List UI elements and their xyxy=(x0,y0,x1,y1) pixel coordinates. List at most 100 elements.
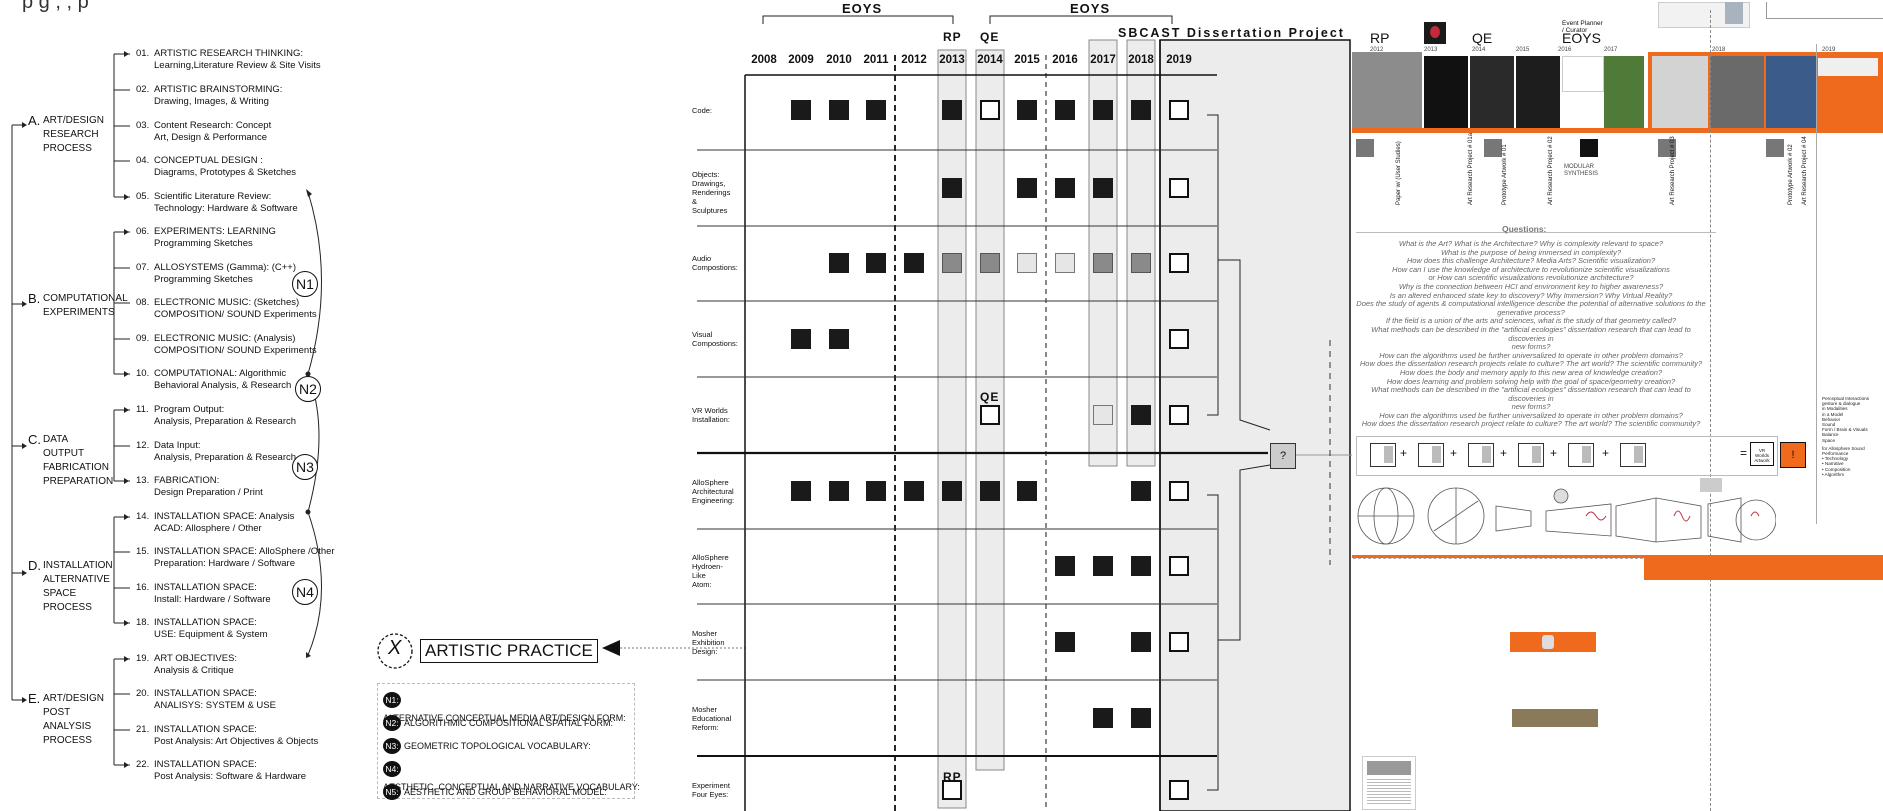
connector xyxy=(1218,259,1271,431)
timeline-cell xyxy=(1055,632,1075,652)
outline-item-number: 01. xyxy=(136,48,150,59)
legend-badge: N4: xyxy=(383,760,401,777)
outline-item-line: Scientific Literature Review: xyxy=(154,191,272,202)
timeline-cell xyxy=(942,481,962,501)
row-label-line: Atom: xyxy=(692,579,712,589)
timeline-cell xyxy=(866,100,886,120)
image-top-right xyxy=(1818,58,1878,76)
outline-item-line: FABRICATION: xyxy=(154,475,220,486)
section-title-line: ART/DESIGN xyxy=(43,115,104,126)
outline-item-text: ELECTRONIC MUSIC: (Sketches)COMPOSITION/… xyxy=(154,297,317,321)
timeline-cell xyxy=(1169,481,1189,501)
n4-marker: N4 xyxy=(292,579,318,605)
questions-rule xyxy=(1356,232,1716,233)
outline-item-number: 14. xyxy=(136,511,150,522)
outline-item-number: 15. xyxy=(136,546,150,557)
timeline-cell xyxy=(791,100,811,120)
outline-item-line: INSTALLATION SPACE: xyxy=(154,759,257,770)
formula-operator: + xyxy=(1602,446,1610,460)
formula-square xyxy=(1468,443,1494,467)
year-label: 2014 xyxy=(977,54,1003,66)
image-gray xyxy=(1352,52,1422,130)
side-note: • Narrative xyxy=(1822,461,1844,467)
outline-item-number: 10. xyxy=(136,368,150,379)
outline-item-line: COMPOSITION/ SOUND Experiments xyxy=(154,345,317,356)
timeline-cell xyxy=(980,253,1000,273)
legend-row: N3:GEOMETRIC TOPOLOGICAL VOCABULARY: xyxy=(383,737,591,755)
section-b-header: B. COMPUTATIONAL EXPERIMENTS xyxy=(28,290,128,318)
outline-item-line: Diagrams, Prototypes & Sketches xyxy=(154,167,297,178)
timeline-cell xyxy=(1131,100,1151,120)
mini-square xyxy=(1356,139,1374,157)
row-label-line: Hydroen-Like xyxy=(692,561,723,580)
outline-item-text: ALLOSYSTEMS (Gamma): (C++)Programming Sk… xyxy=(154,262,296,286)
event-planner-line: / Curator xyxy=(1562,27,1588,34)
row-label-line: Four Eyes: xyxy=(692,790,729,799)
row-label-line: Installation: xyxy=(692,415,730,424)
timeline-cell xyxy=(1131,556,1151,576)
timeline-cell xyxy=(1169,780,1189,800)
timeline-cell xyxy=(829,253,849,273)
outline-item-number: 03. xyxy=(136,120,150,131)
outline-item-line: Install: Hardware / Software xyxy=(154,594,271,605)
formula-operator: + xyxy=(1450,446,1458,460)
vertical-label: Art Research Project # 04 xyxy=(1802,136,1808,205)
rp-milestone: RP xyxy=(943,30,962,44)
image-mid xyxy=(1710,56,1764,128)
question-line: What is the Art? What is the Architectur… xyxy=(1398,239,1664,248)
document-text xyxy=(1367,779,1411,805)
section-letter: D. xyxy=(28,558,41,573)
section-a-header: A. ART/DESIGN RESEARCH PROCESS xyxy=(28,112,104,154)
year-label: 2011 xyxy=(863,54,889,66)
formula-operator: + xyxy=(1400,446,1408,460)
side-note: Space xyxy=(1822,437,1836,443)
n1-marker: N1 xyxy=(292,271,318,297)
row-label-line: VR Worlds xyxy=(692,406,728,415)
image-orange-panel xyxy=(1648,52,1883,132)
orange-thumb xyxy=(1510,632,1596,652)
formula-operator: + xyxy=(1550,446,1558,460)
event-planner-label: Event Planner / Curator xyxy=(1562,20,1603,34)
timeline-cell xyxy=(1131,405,1151,425)
right-panel-year: 2014 xyxy=(1472,47,1486,53)
modular-synthesis: MODULAR SYNTHESIS xyxy=(1564,164,1598,178)
formula-square-fill xyxy=(1532,446,1541,463)
formula-square xyxy=(1620,443,1646,467)
timeline-cell xyxy=(1169,100,1189,120)
legend-badge: N2: xyxy=(383,714,401,731)
image-dark-1 xyxy=(1424,56,1468,130)
outline-item-line: CONCEPTUAL DESIGN : xyxy=(154,155,263,166)
legend-badge: N5: xyxy=(383,783,401,800)
clipped-header-text: p g , , p xyxy=(22,0,89,13)
outline-item-line: ANALISYS: SYSTEM & USE xyxy=(154,700,276,711)
year-label: 2012 xyxy=(901,54,927,66)
outline-item-number: 21. xyxy=(136,724,150,735)
timeline-cell xyxy=(1055,100,1075,120)
question-line: Is an altered enhanced state key to disc… xyxy=(1389,290,1673,300)
timeline-cell xyxy=(1169,556,1189,576)
year-label: 2008 xyxy=(751,54,777,66)
year-label: 2018 xyxy=(1128,54,1154,66)
vertical-label: Prototype Artwork # 01 xyxy=(1502,144,1508,205)
outline-item-line: Analysis, Preparation & Research xyxy=(154,416,297,427)
section-title-line: OUTPUT xyxy=(43,448,85,459)
outline-item-line: Post Analysis: Art Objectives & Objects xyxy=(154,736,319,747)
vertical-label: Prototype Artwork # 02 xyxy=(1788,144,1794,205)
outline-item-line: Drawing, Images, & Writing xyxy=(154,96,269,107)
outline-item-text: INSTALLATION SPACE:ANALISYS: SYSTEM & US… xyxy=(154,688,276,712)
orange-thumb-figure xyxy=(1542,635,1554,649)
outline-item-text: ELECTRONIC MUSIC: (Analysis)COMPOSITION/… xyxy=(154,333,317,357)
timeline-cell xyxy=(1055,253,1075,273)
side-note: Perceptual Interactions xyxy=(1822,396,1869,401)
section-c-header: C. DATA OUTPUT FABRICATION PREPARATION xyxy=(28,431,113,487)
timeline-cell xyxy=(1169,632,1189,652)
outline-item-line: Data Input: xyxy=(154,440,201,451)
right-panel-year: 2012 xyxy=(1370,47,1384,53)
outline-item-line: Programming Sketches xyxy=(154,238,253,249)
